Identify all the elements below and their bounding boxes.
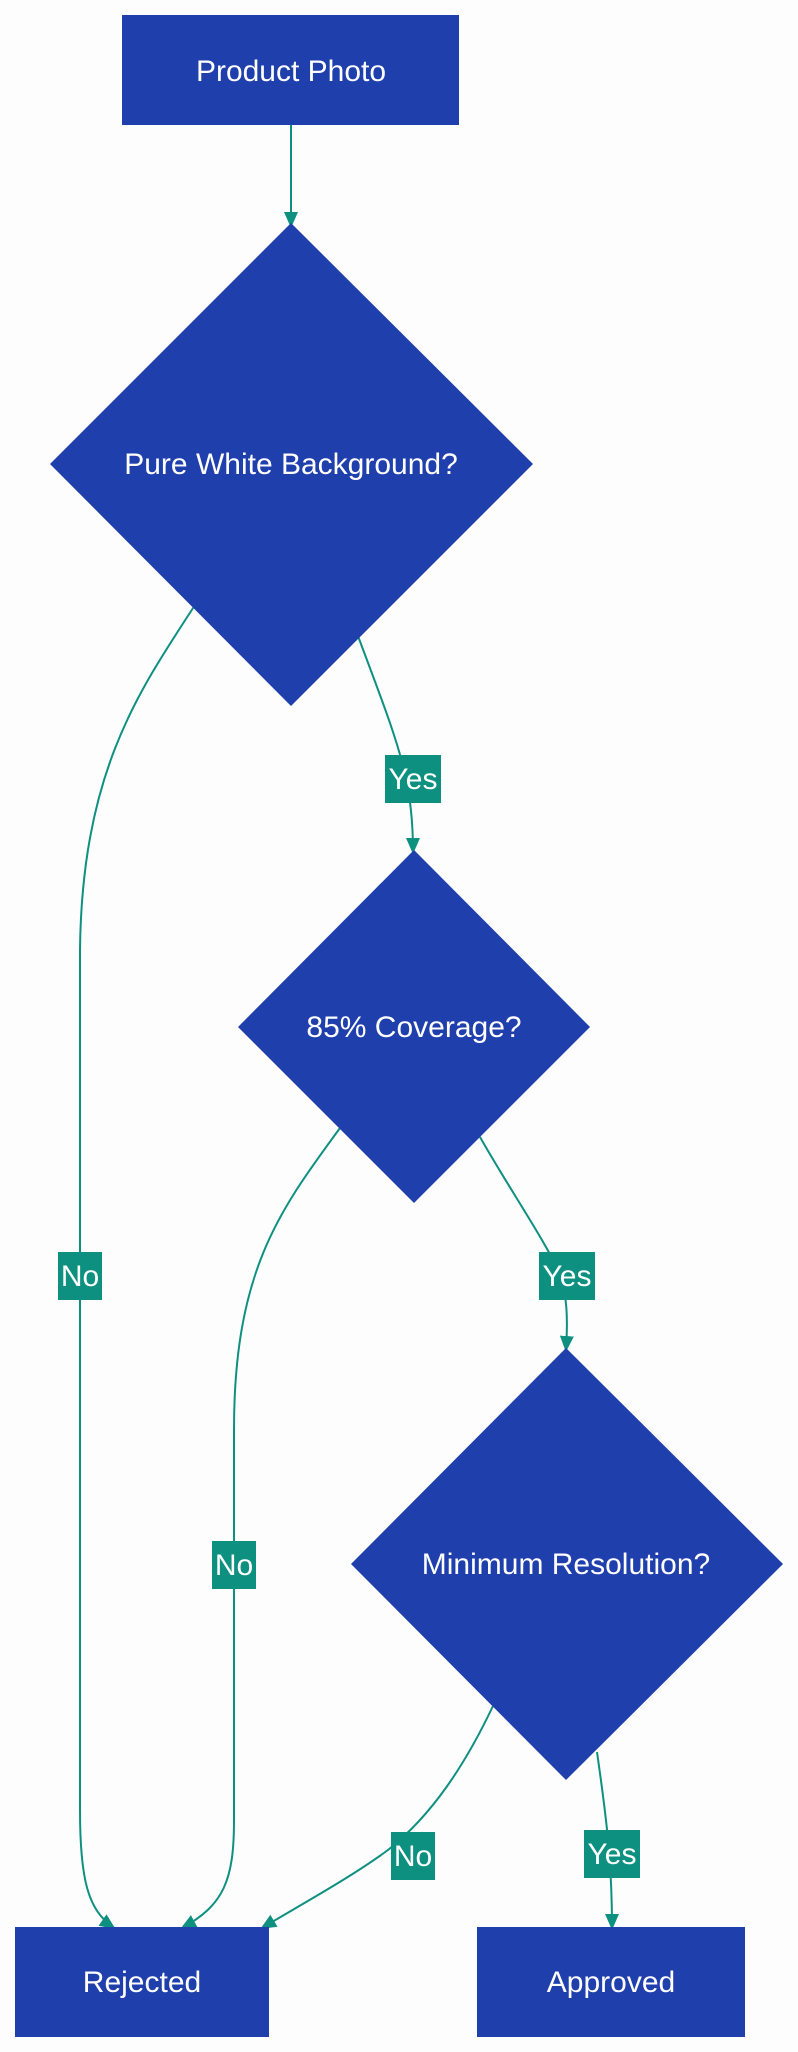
edge-coverage-yes <box>479 1136 574 1352</box>
edge-labels: Yes No Yes No No Yes <box>58 755 640 1880</box>
edge-label-text: Yes <box>543 1260 592 1293</box>
edge-label-text: No <box>61 1260 99 1293</box>
node-label: Pure White Background? <box>124 448 458 481</box>
nodes: Product Photo Pure White Background? 85%… <box>15 15 783 2037</box>
node-85-coverage: 85% Coverage? <box>238 850 590 1203</box>
node-product-photo: Product Photo <box>122 15 459 125</box>
node-pure-white-background: Pure White Background? <box>50 223 533 706</box>
edge-label-background-yes: Yes <box>385 755 441 803</box>
node-label: Approved <box>547 1966 675 1999</box>
edge-label-background-no: No <box>58 1252 102 1300</box>
edge-label-text: No <box>394 1840 432 1873</box>
edge-label-coverage-no: No <box>212 1541 256 1589</box>
node-approved: Approved <box>477 1927 745 2037</box>
edge-background-no <box>79 604 196 1930</box>
edges <box>79 125 619 1930</box>
edge-coverage-no <box>180 1127 341 1929</box>
edge-resolution-no <box>260 1705 494 1930</box>
node-rejected: Rejected <box>15 1927 269 2037</box>
node-minimum-resolution: Minimum Resolution? <box>351 1348 783 1780</box>
node-label: Product Photo <box>196 55 386 88</box>
edge-label-text: Yes <box>389 763 438 796</box>
edge-label-text: Yes <box>588 1838 637 1871</box>
edge-label-text: No <box>215 1549 253 1582</box>
edge-label-resolution-yes: Yes <box>584 1830 640 1878</box>
edge-background-yes <box>357 635 420 854</box>
node-label: Minimum Resolution? <box>422 1548 710 1581</box>
edge-label-resolution-no: No <box>391 1832 435 1880</box>
node-label: Rejected <box>83 1966 201 1999</box>
edge-label-coverage-yes: Yes <box>539 1252 595 1300</box>
node-label: 85% Coverage? <box>306 1011 521 1044</box>
